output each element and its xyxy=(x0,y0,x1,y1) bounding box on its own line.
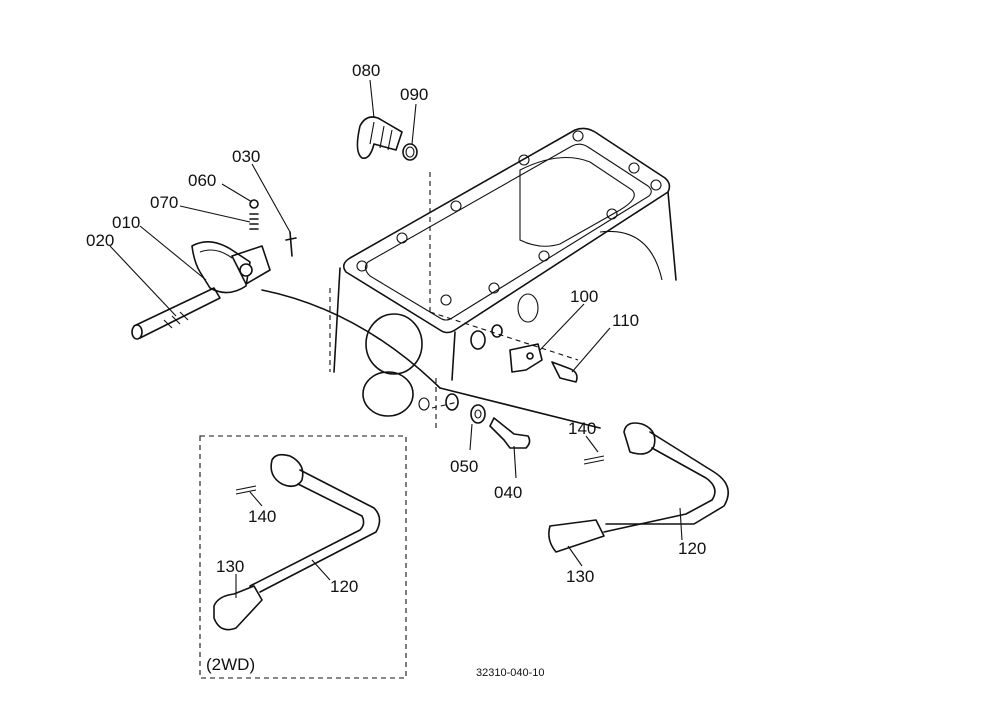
inset-callout-130: 130 xyxy=(216,557,244,576)
callout-140: 140 xyxy=(568,419,596,438)
top-shaft-assembly xyxy=(356,116,418,161)
transmission-case xyxy=(329,127,677,430)
callout-010: 010 xyxy=(112,213,140,232)
callout-070: 070 xyxy=(150,193,178,212)
inset-callout-140: 140 xyxy=(248,507,276,526)
inset-labels: 140 130 120 (2WD) xyxy=(206,507,358,674)
callout-110: 110 xyxy=(612,311,639,330)
callout-labels: 080 090 030 060 070 010 020 100 110 140 … xyxy=(86,61,706,586)
callout-060: 060 xyxy=(188,171,216,190)
callout-130: 130 xyxy=(566,567,594,586)
inset-caption: (2WD) xyxy=(206,655,255,674)
callout-100: 100 xyxy=(570,287,598,306)
detent-parts xyxy=(249,199,297,257)
callout-040: 040 xyxy=(494,483,522,502)
callout-030: 030 xyxy=(232,147,260,166)
front-hardware xyxy=(445,324,578,449)
shift-lever-4wd xyxy=(439,387,730,553)
callout-080: 080 xyxy=(352,61,380,80)
inset-2wd xyxy=(199,435,407,679)
inset-callout-120: 120 xyxy=(330,577,358,596)
shift-fork-assembly xyxy=(131,241,441,389)
figure-code: 32310-040-10 xyxy=(476,667,545,679)
callout-120: 120 xyxy=(678,539,706,558)
callout-020: 020 xyxy=(86,231,114,250)
callout-050: 050 xyxy=(450,457,478,476)
leader-lines xyxy=(109,79,683,598)
callout-090: 090 xyxy=(400,85,428,104)
